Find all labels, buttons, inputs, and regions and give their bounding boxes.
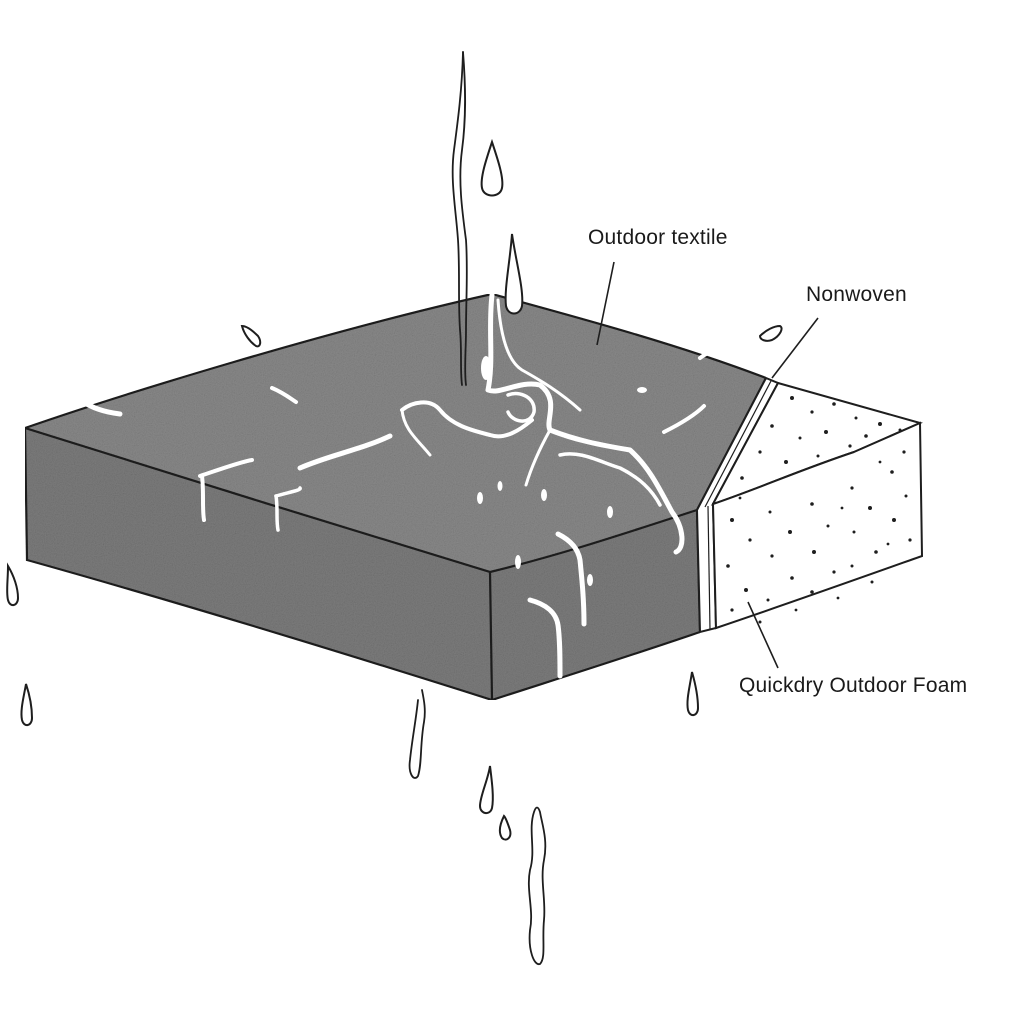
leader-quickdry-foam <box>747 601 779 669</box>
leader-lines <box>596 261 819 669</box>
water-stream <box>451 51 468 386</box>
water-drops-on-surface <box>477 356 647 586</box>
drips-below <box>408 689 547 965</box>
label-outdoor-textile: Outdoor textile <box>588 226 728 249</box>
label-quickdry-outdoor-foam: Quickdry Outdoor Foam <box>739 674 968 697</box>
water-streaks <box>77 292 720 679</box>
label-nonwoven: Nonwoven <box>806 283 907 306</box>
falling-drops <box>6 138 783 841</box>
foam-side-face <box>711 421 924 630</box>
leader-outdoor-textile <box>596 261 615 346</box>
leader-nonwoven <box>771 317 819 379</box>
foam-pores <box>726 396 912 624</box>
